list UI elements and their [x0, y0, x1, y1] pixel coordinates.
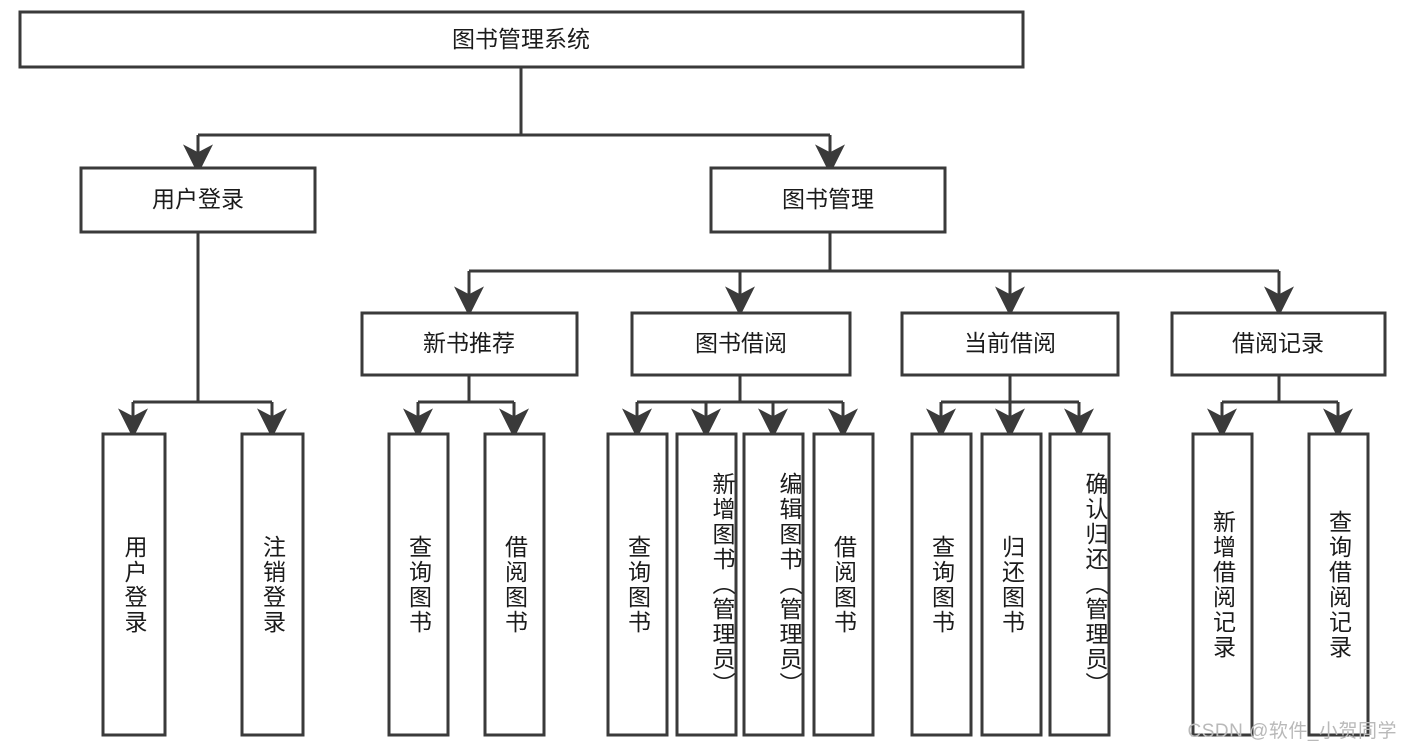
leaf-box-borrow-books-a[interactable] [483, 432, 546, 737]
node-borrow-records-label: 借阅记录 [1232, 330, 1324, 356]
node-borrow-records[interactable]: 借阅记录 [1170, 311, 1387, 377]
node-book-management[interactable]: 图书管理 [709, 166, 947, 234]
leaf-box-edit-book-admin[interactable] [742, 432, 805, 737]
connector-records-to-leaves [1207, 375, 1353, 439]
leaf-box-return-books[interactable] [980, 432, 1043, 737]
node-root[interactable]: 图书管理系统 [18, 10, 1025, 69]
connector-borrow-to-leaves [622, 375, 858, 439]
node-user-login[interactable]: 用户登录 [79, 166, 317, 234]
leaf-box-add-borrow-record[interactable] [1191, 432, 1254, 737]
connector-current-to-leaves [926, 375, 1094, 439]
leaf-box-query-borrow-record[interactable] [1307, 432, 1370, 737]
leaf-box-query-books-a[interactable] [387, 432, 450, 737]
node-user-login-label: 用户登录 [152, 186, 244, 212]
connector-login-to-leaves [118, 232, 287, 439]
node-current-borrow-label: 当前借阅 [964, 330, 1056, 356]
connector-books-to-level3 [454, 232, 1294, 317]
connector-root-to-level2 [183, 67, 845, 175]
node-root-label: 图书管理系统 [452, 26, 590, 52]
leaf-box-logout[interactable] [240, 432, 305, 737]
leaf-box-query-books-b[interactable] [606, 432, 669, 737]
node-book-borrow[interactable]: 图书借阅 [630, 311, 852, 377]
leaf-box-user-login[interactable] [101, 432, 167, 737]
leaf-box-query-books-c[interactable] [910, 432, 973, 737]
connector-newbooks-to-leaves [403, 375, 529, 439]
leaf-box-confirm-return-admin[interactable] [1048, 432, 1111, 737]
node-new-book-recommend[interactable]: 新书推荐 [360, 311, 579, 377]
leaf-box-add-book-admin[interactable] [675, 432, 738, 737]
node-new-book-recommend-label: 新书推荐 [423, 330, 515, 356]
node-book-management-label: 图书管理 [782, 186, 874, 212]
node-current-borrow[interactable]: 当前借阅 [900, 311, 1120, 377]
leaf-box-borrow-books-b[interactable] [812, 432, 875, 737]
node-book-borrow-label: 图书借阅 [695, 330, 787, 356]
watermark-text: CSDN @软件_小贺同学 [1187, 721, 1397, 742]
